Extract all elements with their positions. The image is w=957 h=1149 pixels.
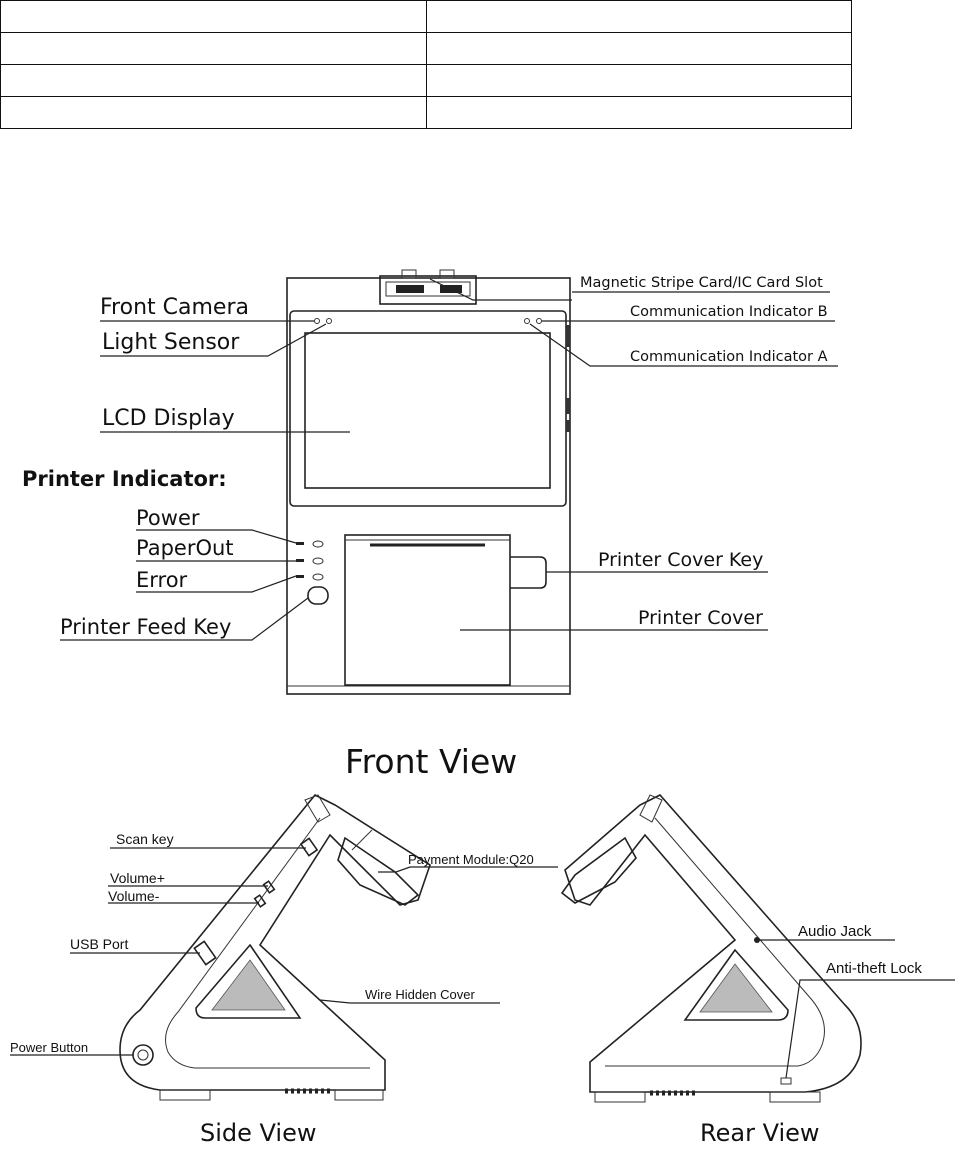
printer-cover-key (510, 556, 547, 589)
error-label: Error (136, 568, 188, 592)
payment-module-edge (351, 829, 373, 851)
table-cell (425, 96, 852, 129)
power-button-inner (137, 1049, 149, 1061)
anti-theft-lock (780, 1077, 792, 1085)
printer-cover-key-label: Printer Cover Key (598, 549, 763, 571)
paperout-led (296, 559, 304, 562)
front-view-title: Front View (345, 742, 517, 781)
payment-module-leader (378, 866, 558, 873)
side-view-leaders (10, 847, 558, 1056)
volume-minus-label: Volume- (108, 888, 160, 904)
power-led-lens (312, 540, 324, 548)
device-body (286, 277, 571, 695)
rear-view-device (560, 794, 862, 1103)
light-sensor-label: Light Sensor (102, 330, 240, 355)
printer-feed-key-label: Printer Feed Key (60, 615, 231, 639)
front-camera-dot (314, 318, 320, 324)
scan-key (299, 837, 319, 857)
side-button-3 (566, 420, 570, 432)
printer-cover-label: Printer Cover (638, 607, 763, 629)
error-led-lens (312, 573, 324, 581)
side-top-tab (304, 794, 331, 823)
front-view-device (286, 269, 571, 695)
light-sensor-dot (326, 318, 332, 324)
rear-foot-2 (769, 1091, 821, 1103)
side-speaker-grille (195, 943, 302, 1019)
error-leader (136, 575, 297, 593)
anti-theft-lock-leader (785, 979, 955, 1079)
power-label: Power (136, 506, 200, 530)
printer-indicator-heading: Printer Indicator: (22, 467, 227, 491)
card-slot-label: Magnetic Stripe Card/IC Card Slot (580, 275, 823, 291)
card-slot-inner (385, 281, 471, 297)
wire-hidden-cover-label: Wire Hidden Cover (365, 987, 475, 1002)
table-row (0, 64, 852, 97)
power-button-label: Power Button (10, 1040, 88, 1055)
rear-view-title: Rear View (700, 1119, 820, 1147)
card-slot-tab-2 (439, 269, 455, 279)
comm-indicator-a-leader (529, 323, 838, 367)
power-leader (136, 529, 297, 544)
rear-frame (564, 794, 862, 1093)
side-button-2 (566, 398, 570, 414)
side-view-device (119, 793, 431, 1101)
rear-payment-module (560, 836, 637, 904)
side-foot (159, 1089, 211, 1101)
anti-theft-lock-label: Anti-theft Lock (826, 960, 922, 977)
usb-port (193, 940, 217, 966)
front-view-leaders (60, 278, 838, 641)
lcd-display (304, 332, 551, 489)
front-camera-label: Front Camera (100, 295, 249, 320)
usb-port-label: USB Port (70, 936, 128, 952)
rear-top-tab (639, 794, 663, 823)
power-led (296, 542, 304, 545)
payment-module-label: Payment Module:Q20 (408, 852, 534, 867)
rear-frame-inner (605, 817, 825, 1067)
printer-feed-key (307, 586, 329, 605)
side-button (566, 325, 570, 347)
side-frame-inner (165, 817, 370, 1069)
side-foot-2 (334, 1089, 384, 1101)
side-speaker-mesh (211, 959, 286, 1011)
card-slot-tab (401, 269, 417, 279)
printer-feed-key-leader (60, 597, 309, 641)
paperout-label: PaperOut (136, 536, 234, 560)
comm-indicator-b-dot (524, 318, 530, 324)
error-led (296, 575, 304, 578)
light-sensor-leader (100, 323, 327, 357)
card-slot-leader-a (429, 278, 572, 301)
card-slot-opening (396, 285, 424, 293)
table-row (0, 96, 852, 129)
rear-foot (594, 1091, 646, 1103)
comm-indicator-b-label: Communication Indicator B (630, 304, 828, 320)
wire-hidden-cover-leader (319, 999, 500, 1004)
side-view-title: Side View (200, 1119, 316, 1147)
scan-key-label: Scan key (116, 831, 174, 847)
printer-cover (344, 534, 511, 686)
table-cell (0, 96, 427, 129)
volume-plus-label: Volume+ (110, 870, 165, 886)
power-button (132, 1044, 154, 1066)
rear-speaker-mesh (699, 963, 773, 1013)
lcd-display-label: LCD Display (102, 406, 235, 431)
comm-indicator-a-dot (536, 318, 542, 324)
side-frame (119, 793, 431, 1091)
screen-bezel (289, 310, 567, 507)
audio-jack-label: Audio Jack (798, 923, 872, 940)
empty-spec-table (0, 0, 852, 129)
rear-view-leaders (757, 939, 955, 1079)
table-cell (0, 32, 427, 65)
paperout-led-lens (312, 557, 324, 565)
rear-speaker-grille (683, 948, 789, 1021)
volume-plus-button (262, 880, 276, 894)
comm-indicator-a-label: Communication Indicator A (630, 349, 828, 365)
card-slot (379, 275, 477, 305)
table-cell (425, 64, 852, 97)
